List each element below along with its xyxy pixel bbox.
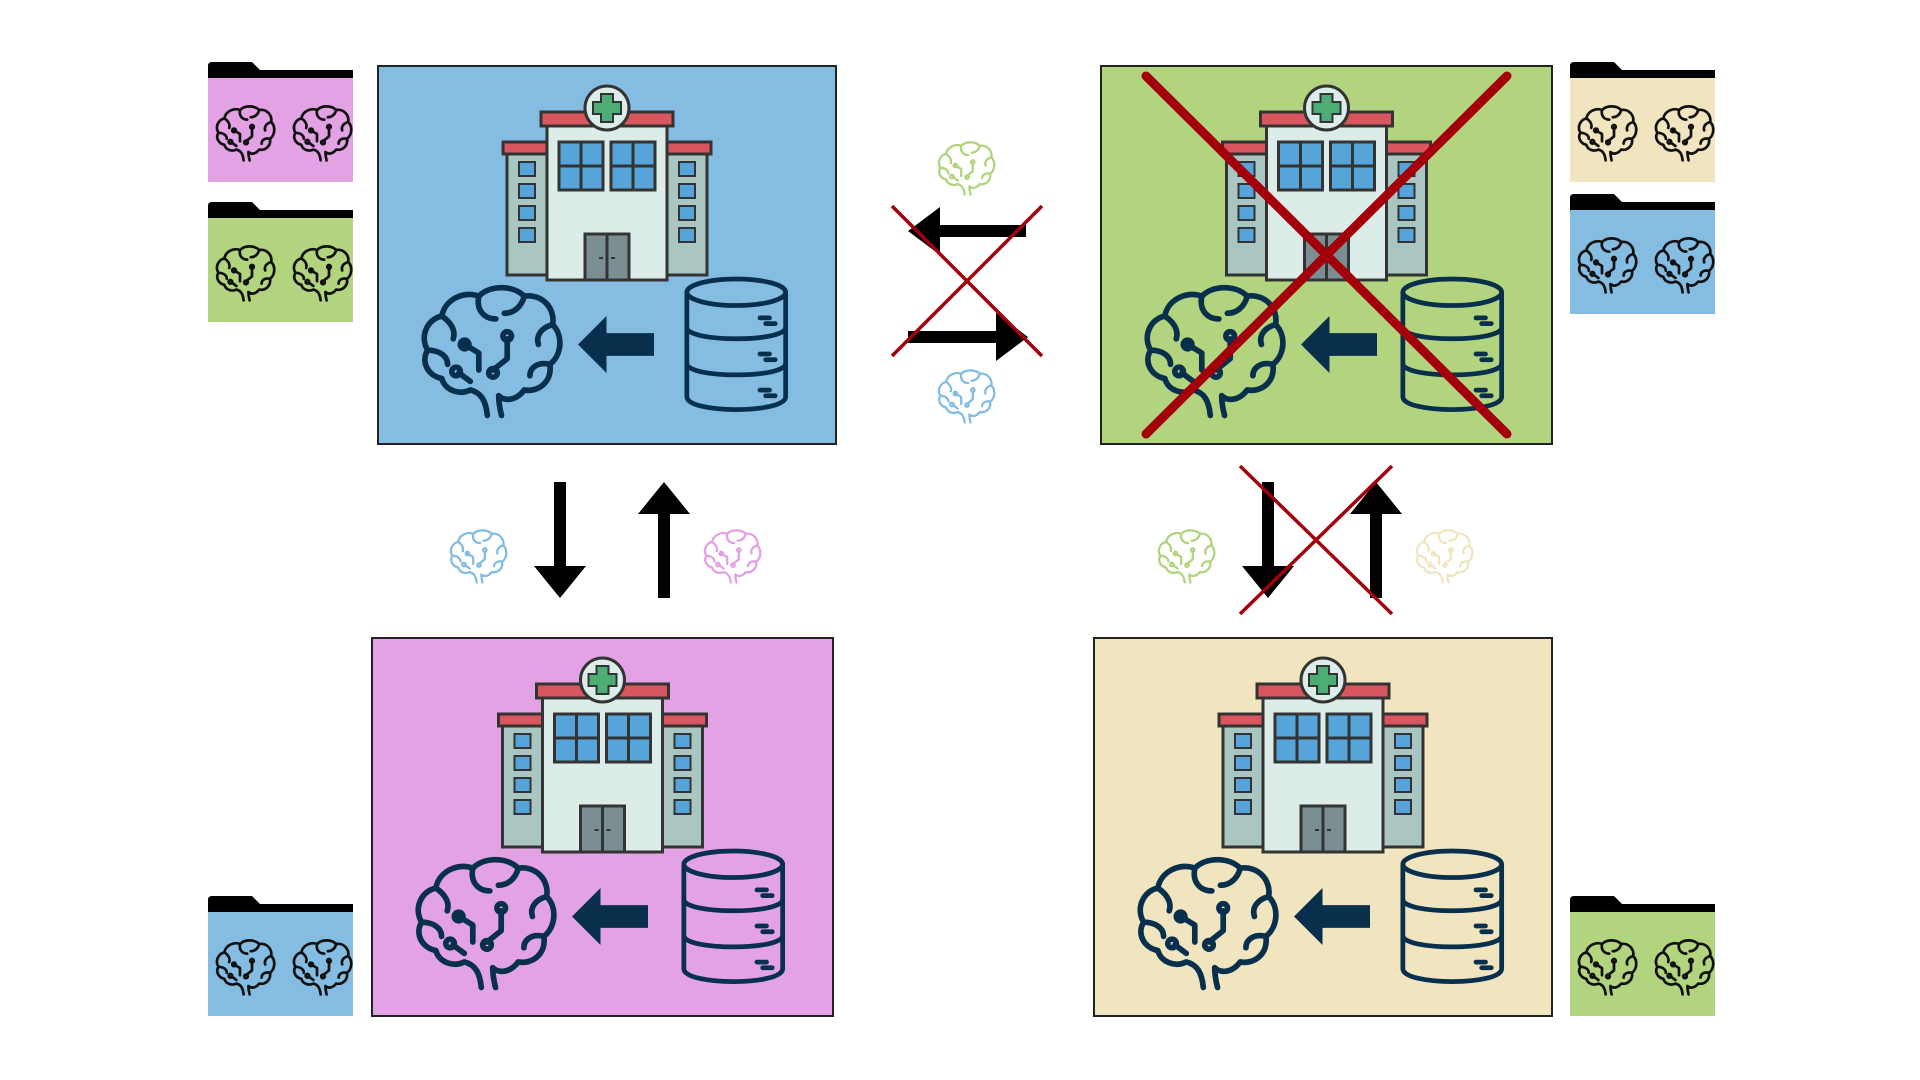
blocked-cross (1238, 464, 1394, 616)
arrow-up-icon (1350, 482, 1402, 598)
model-folder-blue (208, 896, 353, 1016)
model-exchanges (449, 141, 1474, 616)
model-brain-icon (1415, 529, 1474, 584)
arrow-down-icon (534, 482, 586, 598)
arrow-down-icon (1242, 482, 1294, 598)
model-folder-beige (1570, 62, 1715, 182)
model-brain-icon (449, 529, 508, 584)
exchange-blue-pink (449, 482, 762, 598)
blocked-cross-green (1141, 71, 1512, 439)
arrow-up-icon (638, 482, 690, 598)
hospital-panel-pink (371, 637, 834, 1017)
model-brain-icon (937, 369, 996, 424)
hospital-panels (371, 65, 1553, 1017)
model-folders (208, 62, 1715, 1016)
folder-body (208, 912, 353, 1016)
model-folder-green (1570, 896, 1715, 1016)
exchange-blue-green (890, 141, 1044, 424)
folder-body (1570, 78, 1715, 182)
folder-body (208, 218, 353, 322)
hospital-panel-blue (377, 65, 837, 445)
hospital-panel-green (1100, 65, 1553, 445)
arrow-right-icon (908, 313, 1028, 361)
folder-body (208, 78, 353, 182)
model-folder-green (208, 202, 353, 322)
arrow-left-icon (908, 207, 1026, 255)
model-folder-pink (208, 62, 353, 182)
blocked-cross (890, 204, 1044, 358)
hospital-panel-beige (1093, 637, 1553, 1017)
folder-body (1570, 912, 1715, 1016)
model-brain-icon (703, 529, 762, 584)
model-brain-icon (1157, 529, 1216, 584)
exchange-green-beige (1157, 464, 1474, 616)
folder-body (1570, 210, 1715, 314)
model-brain-icon (937, 141, 996, 196)
model-folder-blue (1570, 194, 1715, 314)
